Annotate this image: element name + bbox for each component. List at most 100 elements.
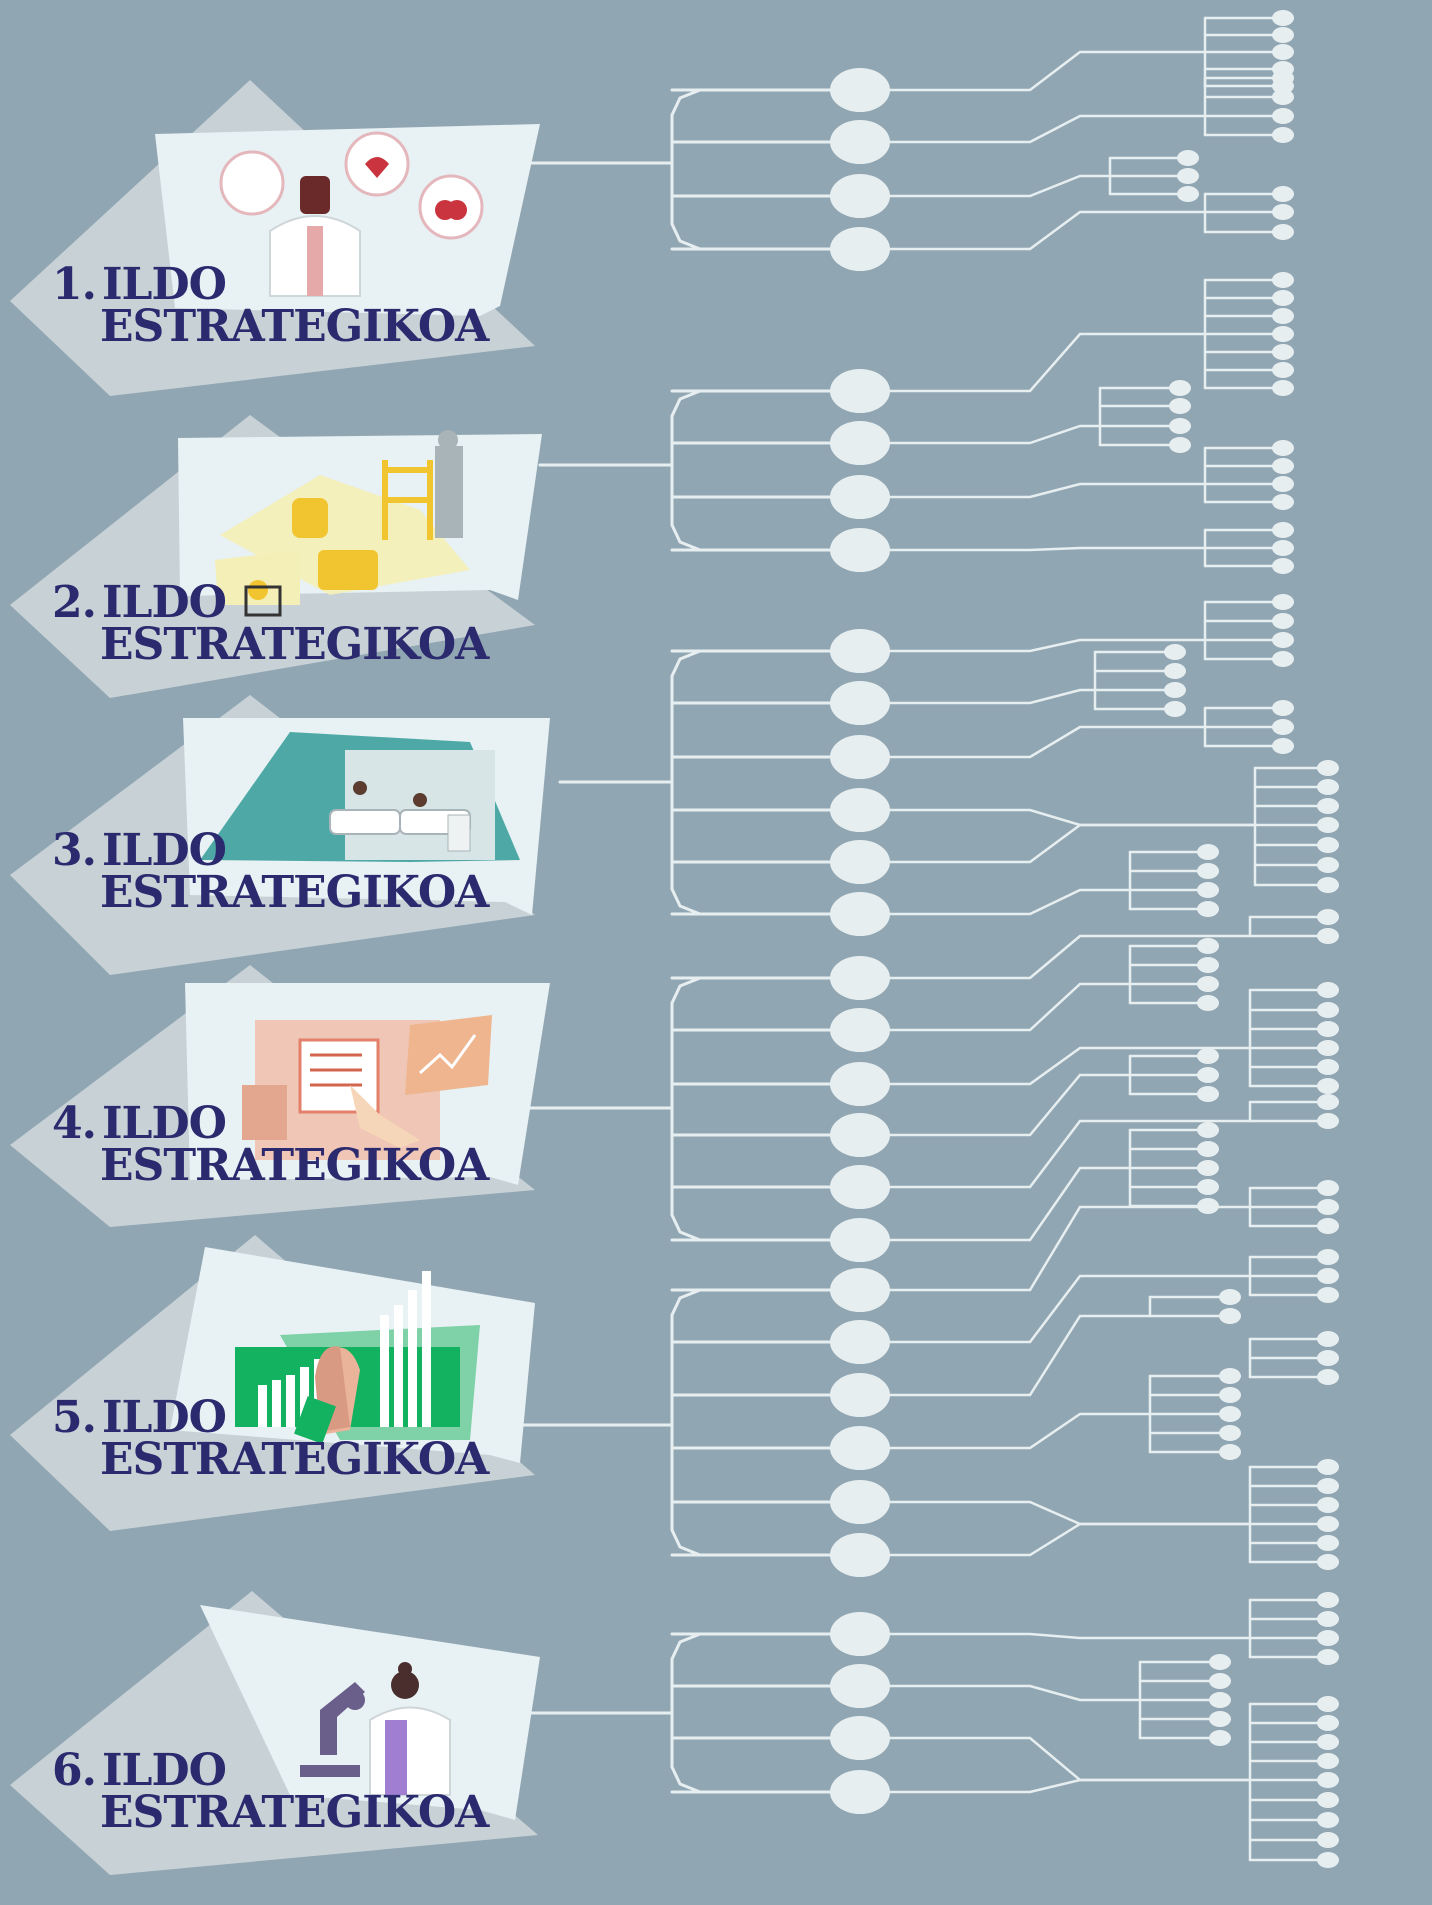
tree-leaf-node bbox=[1272, 272, 1294, 288]
tree-branch bbox=[878, 1684, 1142, 1702]
tree-leaf-node bbox=[1197, 938, 1219, 954]
tree-leaf-node bbox=[1317, 760, 1339, 776]
tree-branch bbox=[878, 114, 1207, 144]
tree-leaf-node bbox=[1197, 901, 1219, 917]
tree-node bbox=[830, 1218, 890, 1262]
tree-leaf-node bbox=[1219, 1425, 1241, 1441]
strategic-line-title: 2.ILDO ESTRATEGIKOA bbox=[52, 581, 489, 667]
tree-branch bbox=[878, 1119, 1252, 1189]
tree-node bbox=[830, 956, 890, 1000]
tree-branch bbox=[670, 649, 832, 916]
scientist-microscope-illustration bbox=[10, 1591, 540, 1875]
tree-node bbox=[830, 788, 890, 832]
tree-node bbox=[830, 1480, 890, 1524]
tree-leaf-node bbox=[1197, 976, 1219, 992]
tree-branch bbox=[670, 1632, 832, 1794]
tree-leaf-node bbox=[1272, 476, 1294, 492]
tree-node bbox=[830, 681, 890, 725]
tree-leaf-node bbox=[1177, 186, 1199, 202]
tree-leaf-node bbox=[1317, 1516, 1339, 1532]
tree-leaf-node bbox=[1272, 380, 1294, 396]
strategic-line-3: 3.ILDO ESTRATEGIKOA bbox=[0, 670, 560, 990]
tree-leaf-node bbox=[1272, 458, 1294, 474]
strategic-line-title: 5.ILDO ESTRATEGIKOA bbox=[52, 1396, 489, 1482]
line-number: 2. bbox=[52, 577, 97, 628]
tree-leaf-node bbox=[1272, 594, 1294, 610]
tree-branch bbox=[878, 1205, 1252, 1292]
line-number: 6. bbox=[52, 1745, 97, 1796]
tree-leaf-node bbox=[1272, 308, 1294, 324]
tree-node bbox=[830, 421, 890, 465]
strategic-line-2: 2.ILDO ESTRATEGIKOA bbox=[0, 360, 560, 698]
tree-leaf-node bbox=[1317, 1021, 1339, 1037]
line-number: 5. bbox=[52, 1392, 97, 1443]
tree-leaf-node bbox=[1197, 1198, 1219, 1214]
tree-leaf-node bbox=[1317, 1369, 1339, 1385]
strategic-line-title: 3.ILDO ESTRATEGIKOA bbox=[52, 829, 489, 918]
tree-branch bbox=[878, 1412, 1152, 1450]
tree-leaf-node bbox=[1317, 1331, 1339, 1347]
tree-leaf-node bbox=[1197, 1141, 1219, 1157]
tree-leaf-node bbox=[1317, 857, 1339, 873]
tree-leaf-node bbox=[1197, 1122, 1219, 1138]
tree-leaf-node bbox=[1317, 1812, 1339, 1828]
tree-node bbox=[830, 1716, 890, 1760]
tree-branch bbox=[878, 1778, 1252, 1794]
tree-leaf-node bbox=[1272, 738, 1294, 754]
tree-leaf-node bbox=[1317, 1199, 1339, 1215]
tree-leaf-node bbox=[1317, 1554, 1339, 1570]
tree-node bbox=[830, 1770, 890, 1814]
tree-leaf-node bbox=[1164, 644, 1186, 660]
tree-node bbox=[830, 369, 890, 413]
tree-branch bbox=[878, 1166, 1132, 1242]
tree-node bbox=[830, 1268, 890, 1312]
tree-leaf-node bbox=[1219, 1289, 1241, 1305]
tree-branch bbox=[878, 823, 1257, 864]
tree-leaf-node bbox=[1209, 1654, 1231, 1670]
tree-leaf-node bbox=[1272, 558, 1294, 574]
tree-leaf-node bbox=[1272, 540, 1294, 556]
tree-node bbox=[830, 1373, 890, 1417]
tree-leaf-node bbox=[1317, 1180, 1339, 1196]
tree-branch bbox=[878, 546, 1207, 552]
tree-leaf-node bbox=[1317, 928, 1339, 944]
tree-leaf-node bbox=[1317, 1059, 1339, 1075]
line-word-2: ESTRATEGIKOA bbox=[100, 867, 489, 918]
tree-leaf-node bbox=[1169, 437, 1191, 453]
strategic-line-title: 1.ILDO ESTRATEGIKOA bbox=[52, 263, 489, 349]
tree-leaf-node bbox=[1219, 1308, 1241, 1324]
tree-leaf-node bbox=[1197, 844, 1219, 860]
growth-bars-handshake-illustration bbox=[10, 1235, 535, 1531]
tree-branch bbox=[878, 174, 1112, 198]
tree-leaf-node bbox=[1317, 982, 1339, 998]
tree-node bbox=[830, 1113, 890, 1157]
tree-leaf-node bbox=[1209, 1730, 1231, 1746]
tree-leaf-node bbox=[1197, 995, 1219, 1011]
tree-leaf-node bbox=[1272, 613, 1294, 629]
strategic-line-title: 6.ILDO ESTRATEGIKOA bbox=[52, 1749, 489, 1835]
tree-leaf-node bbox=[1317, 798, 1339, 814]
tree-leaf-node bbox=[1197, 1048, 1219, 1064]
line-word-1: ILDO bbox=[101, 577, 227, 628]
tree-leaf-node bbox=[1317, 1696, 1339, 1712]
tree-leaf-node bbox=[1197, 863, 1219, 879]
tree-leaf-node bbox=[1317, 1459, 1339, 1475]
tree-leaf-node bbox=[1317, 1094, 1339, 1110]
tree-node bbox=[830, 1426, 890, 1470]
tree-leaf-node bbox=[1317, 817, 1339, 833]
tree-leaf-node bbox=[1317, 1611, 1339, 1627]
tree-leaf-node bbox=[1169, 380, 1191, 396]
tree-branch bbox=[878, 482, 1207, 499]
elderly-care-walker-illustration bbox=[10, 415, 542, 698]
tree-leaf-node bbox=[1272, 89, 1294, 105]
tree-branch bbox=[878, 725, 1207, 759]
tree-leaf-node bbox=[1317, 1734, 1339, 1750]
tree-node bbox=[830, 1320, 890, 1364]
tree-node bbox=[830, 1533, 890, 1577]
tree-node bbox=[830, 120, 890, 164]
tree-leaf-node bbox=[1197, 1067, 1219, 1083]
line-word-1: ILDO bbox=[101, 1745, 227, 1796]
tree-leaf-node bbox=[1272, 651, 1294, 667]
tree-leaf-node bbox=[1164, 663, 1186, 679]
